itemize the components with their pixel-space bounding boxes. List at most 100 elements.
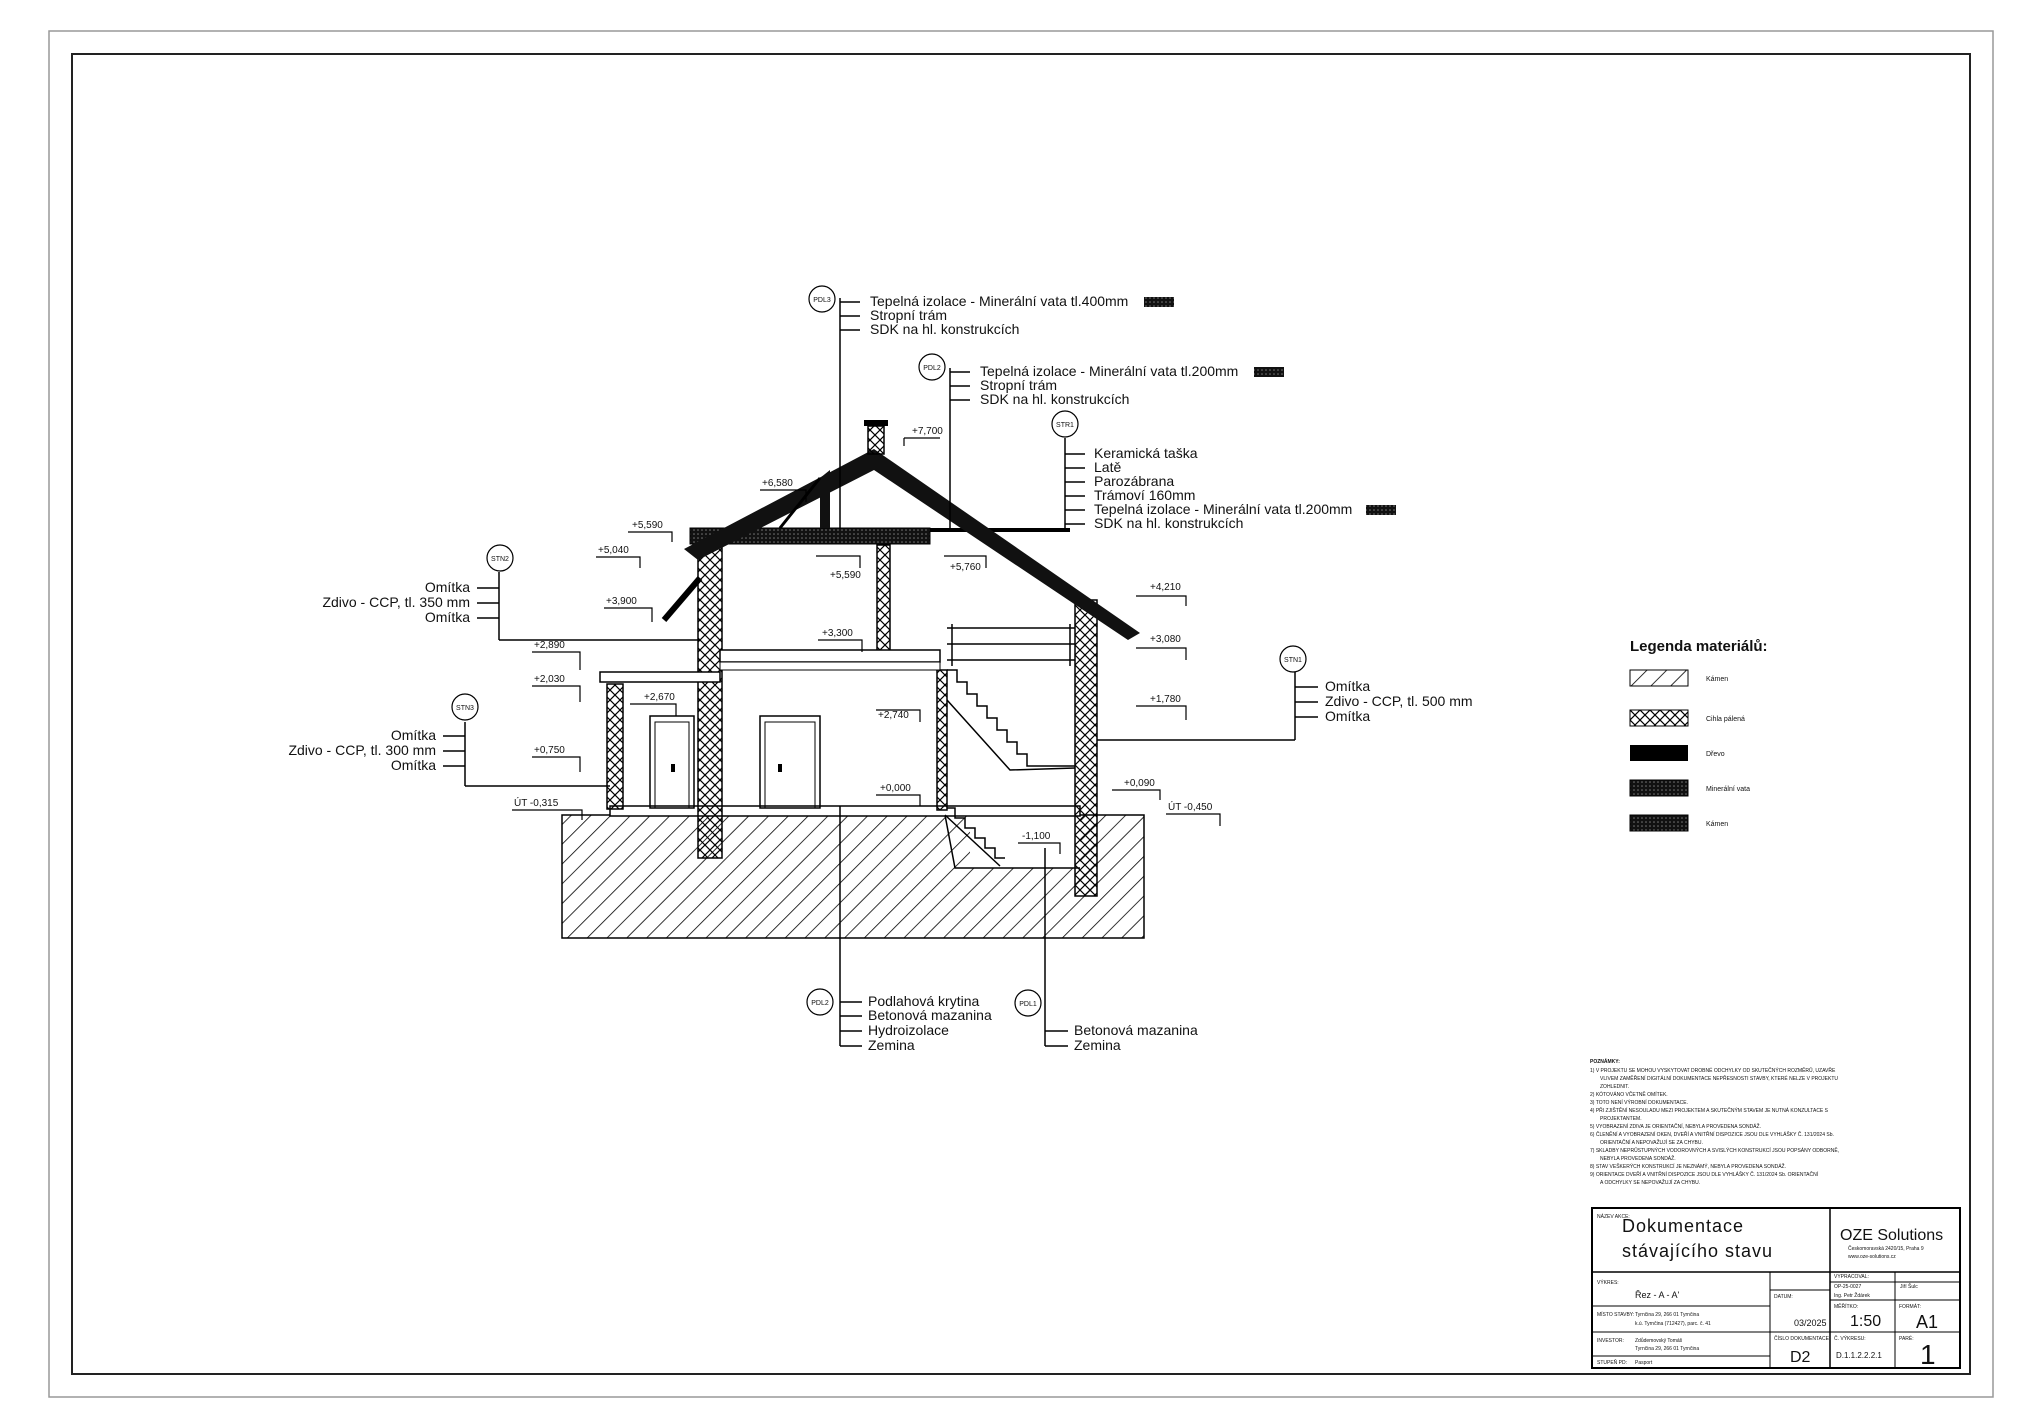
level-1780: +1,780 [1150, 694, 1181, 705]
tb-stage-label: STUPEŇ PD: [1597, 1359, 1627, 1366]
stn2-line-2: Zdivo - CCP, tl. 350 mm [322, 594, 470, 610]
tag-pdl2b [806, 988, 834, 1016]
legend-item-1: Kámen [1706, 676, 1728, 683]
level-5760: +5,760 [950, 562, 981, 573]
callout-leaders [443, 298, 1318, 1047]
tag-pdl2-text: PDL2 [923, 365, 941, 372]
callout-tags: PDL3 PDL2 STR1 STN2 STN3 STN1 PDL2 PDL1 [451, 285, 1307, 1017]
pdl3-line-2: Stropní trám [870, 307, 947, 323]
floor-slabs [599, 527, 1070, 683]
tag-stn3-text: STN3 [456, 705, 474, 712]
tb-scale-label: MĚŘÍTKO: [1834, 1302, 1858, 1310]
tag-pdl2 [918, 353, 946, 381]
level-6580: +6,580 [762, 478, 793, 489]
tag-stn1-text: STN1 [1284, 657, 1302, 664]
level-minus-1100: -1,100 [1022, 831, 1051, 842]
tag-stn2-text: STN2 [491, 556, 509, 563]
note-line-9: 6) ČLENĚNÍ A VYOBRAZENÍ OKEN, DVEŘÍ A VN… [1590, 1130, 1834, 1138]
tag-stn3 [451, 693, 479, 721]
str1-line-5: Tepelná izolace - Minerální vata tl.200m… [1094, 501, 1352, 517]
tb-sheet-label: Č. VÝKRESU: [1834, 1335, 1866, 1342]
title-block-text: NÁZEV AKCE: Dokumentace stávajícího stav… [1597, 1213, 1943, 1370]
tb-page: 1 [1920, 1339, 1936, 1370]
pdl3-line-1: Tepelná izolace - Minerální vata tl.400m… [870, 293, 1128, 309]
level-2030: +2,030 [534, 674, 565, 685]
stn3-line-1: Omítka [391, 727, 436, 743]
tb-number-label: ČÍSLO DOKUMENTACE: [1774, 1335, 1830, 1342]
callout-labels: Tepelná izolace - Minerální vata tl.400m… [288, 293, 1472, 1053]
tag-stn1 [1279, 645, 1307, 673]
level-3300: +3,300 [822, 628, 853, 639]
legend-item-3: Dřevo [1706, 751, 1725, 758]
str1-line-1: Keramická taška [1094, 445, 1198, 461]
stn1-line-2: Zdivo - CCP, tl. 500 mm [1325, 693, 1473, 709]
tb-format-label: FORMÁT: [1899, 1303, 1921, 1310]
materials-legend: Legenda materiálů: Kámen Cihla pálená Dř… [1629, 638, 1768, 832]
level-2740: +2,740 [878, 710, 909, 721]
pdl2b-line-3: Hydroizolace [868, 1022, 949, 1038]
level-markers [512, 437, 1221, 854]
tb-title-line1: Dokumentace [1622, 1216, 1744, 1236]
note-line-1: 1) V PROJEKTU SE MOHOU VYSKYTOVAT DROBNÉ… [1590, 1066, 1836, 1074]
str1-line-2: Latě [1094, 459, 1121, 475]
tb-place-line1: Tyrnčina 29, 266 01 Tyrnčina [1635, 1312, 1699, 1318]
pdl2b-line-1: Podlahová krytina [868, 993, 980, 1009]
note-line-15: A ODCHYLKY SE NEPOVAŽUJÍ ZA CHYBU. [1600, 1178, 1700, 1186]
str1-line-4: Trámoví 160mm [1094, 487, 1195, 503]
note-line-13: 8) STAV VEŠKERÝCH KONSTRUKCÍ JE NEZNÁMÝ,… [1590, 1162, 1786, 1170]
tb-investor-line1: Zdůdemovský Tomáš [1635, 1337, 1683, 1344]
level-4210: +4,210 [1150, 582, 1181, 593]
note-line-3: ZOHLEDNIT. [1600, 1084, 1629, 1090]
tb-stage: Pasport [1635, 1360, 1653, 1366]
legend-title: Legenda materiálů: [1630, 638, 1768, 655]
note-line-7: PROJEKTANTEM. [1600, 1116, 1642, 1122]
pdl2b-line-2: Betonová mazanina [868, 1007, 992, 1023]
level-5040: +5,040 [598, 545, 629, 556]
stn3-line-3: Omítka [391, 757, 436, 773]
stn2-line-3: Omítka [425, 609, 470, 625]
tag-pdl3-text: PDL3 [813, 297, 831, 304]
note-line-2: VLIVEM ZAMĚŘENÍ DIGITÁLNÍ DOKUMENTACE NE… [1600, 1074, 1838, 1082]
tb-company: OZE Solutions [1840, 1227, 1943, 1244]
tb-order: OP-25-0027 [1834, 1284, 1861, 1290]
notes-heading: POZNÁMKY: [1590, 1058, 1620, 1065]
level-2890: +2,890 [534, 640, 565, 651]
railing [947, 624, 1075, 666]
tag-pdl3 [808, 285, 836, 313]
tb-scale: 1:50 [1850, 1313, 1881, 1330]
tb-title-label: NÁZEV AKCE: [1597, 1213, 1630, 1220]
str1-line-3: Parozábrana [1094, 473, 1174, 489]
tb-format: A1 [1916, 1312, 1938, 1332]
tag-pdl2b-text: PDL2 [811, 1000, 829, 1007]
legend-item-2: Cihla pálená [1706, 716, 1745, 723]
level-0090: +0,090 [1124, 778, 1155, 789]
level-3900: +3,900 [606, 596, 637, 607]
stn1-line-3: Omítka [1325, 708, 1370, 724]
tag-pdl1-text: PDL1 [1019, 1001, 1037, 1008]
stn3-line-2: Zdivo - CCP, tl. 300 mm [288, 742, 436, 758]
note-line-8: 5) VYOBRAZENÍ ZDIVA JE ORIENTAČNÍ, NEBYL… [1590, 1122, 1761, 1130]
note-line-10: ORIENTAČNÍ A NEPOVAŽUJÍ SE ZA CHYBU. [1600, 1138, 1703, 1146]
ground-section [561, 814, 1145, 939]
doors [649, 715, 821, 809]
tb-drawing-label: VÝKRES: [1597, 1279, 1619, 1286]
tb-drawn: Jiří Šulc [1900, 1283, 1918, 1290]
note-line-12: NEBYLA PROVEDENA SONDÁŽ. [1600, 1154, 1676, 1162]
tb-place-line2: k.ú. Tyrnčina (712427), parc. č. 41 [1635, 1321, 1711, 1327]
note-line-6: 4) PŘI ZJIŠTĚNÍ NESOULADU MEZI PROJEKTEM… [1590, 1106, 1829, 1114]
title-block [1591, 1207, 1961, 1369]
inner-frame [71, 53, 1971, 1375]
level-0750: +0,750 [534, 745, 565, 756]
note-line-5: 3) TOTO NENÍ VÝROBNÍ DOKUMENTACE. [1590, 1099, 1688, 1106]
tb-company-addr: Českomoravská 2420/15, Praha 9 [1848, 1245, 1924, 1252]
roof [661, 420, 1140, 640]
level-5590: +5,590 [632, 520, 663, 531]
stn2-line-1: Omítka [425, 579, 470, 595]
tb-date-label: DATUM: [1774, 1294, 1793, 1300]
level-7700: +7,700 [912, 426, 943, 437]
legend-item-5: Kámen [1706, 821, 1728, 828]
str1-line-6: SDK na hl. konstrukcích [1094, 515, 1243, 531]
legend-item-4: Minerální vata [1706, 786, 1750, 793]
pdl2-line-3: SDK na hl. konstrukcích [980, 391, 1129, 407]
